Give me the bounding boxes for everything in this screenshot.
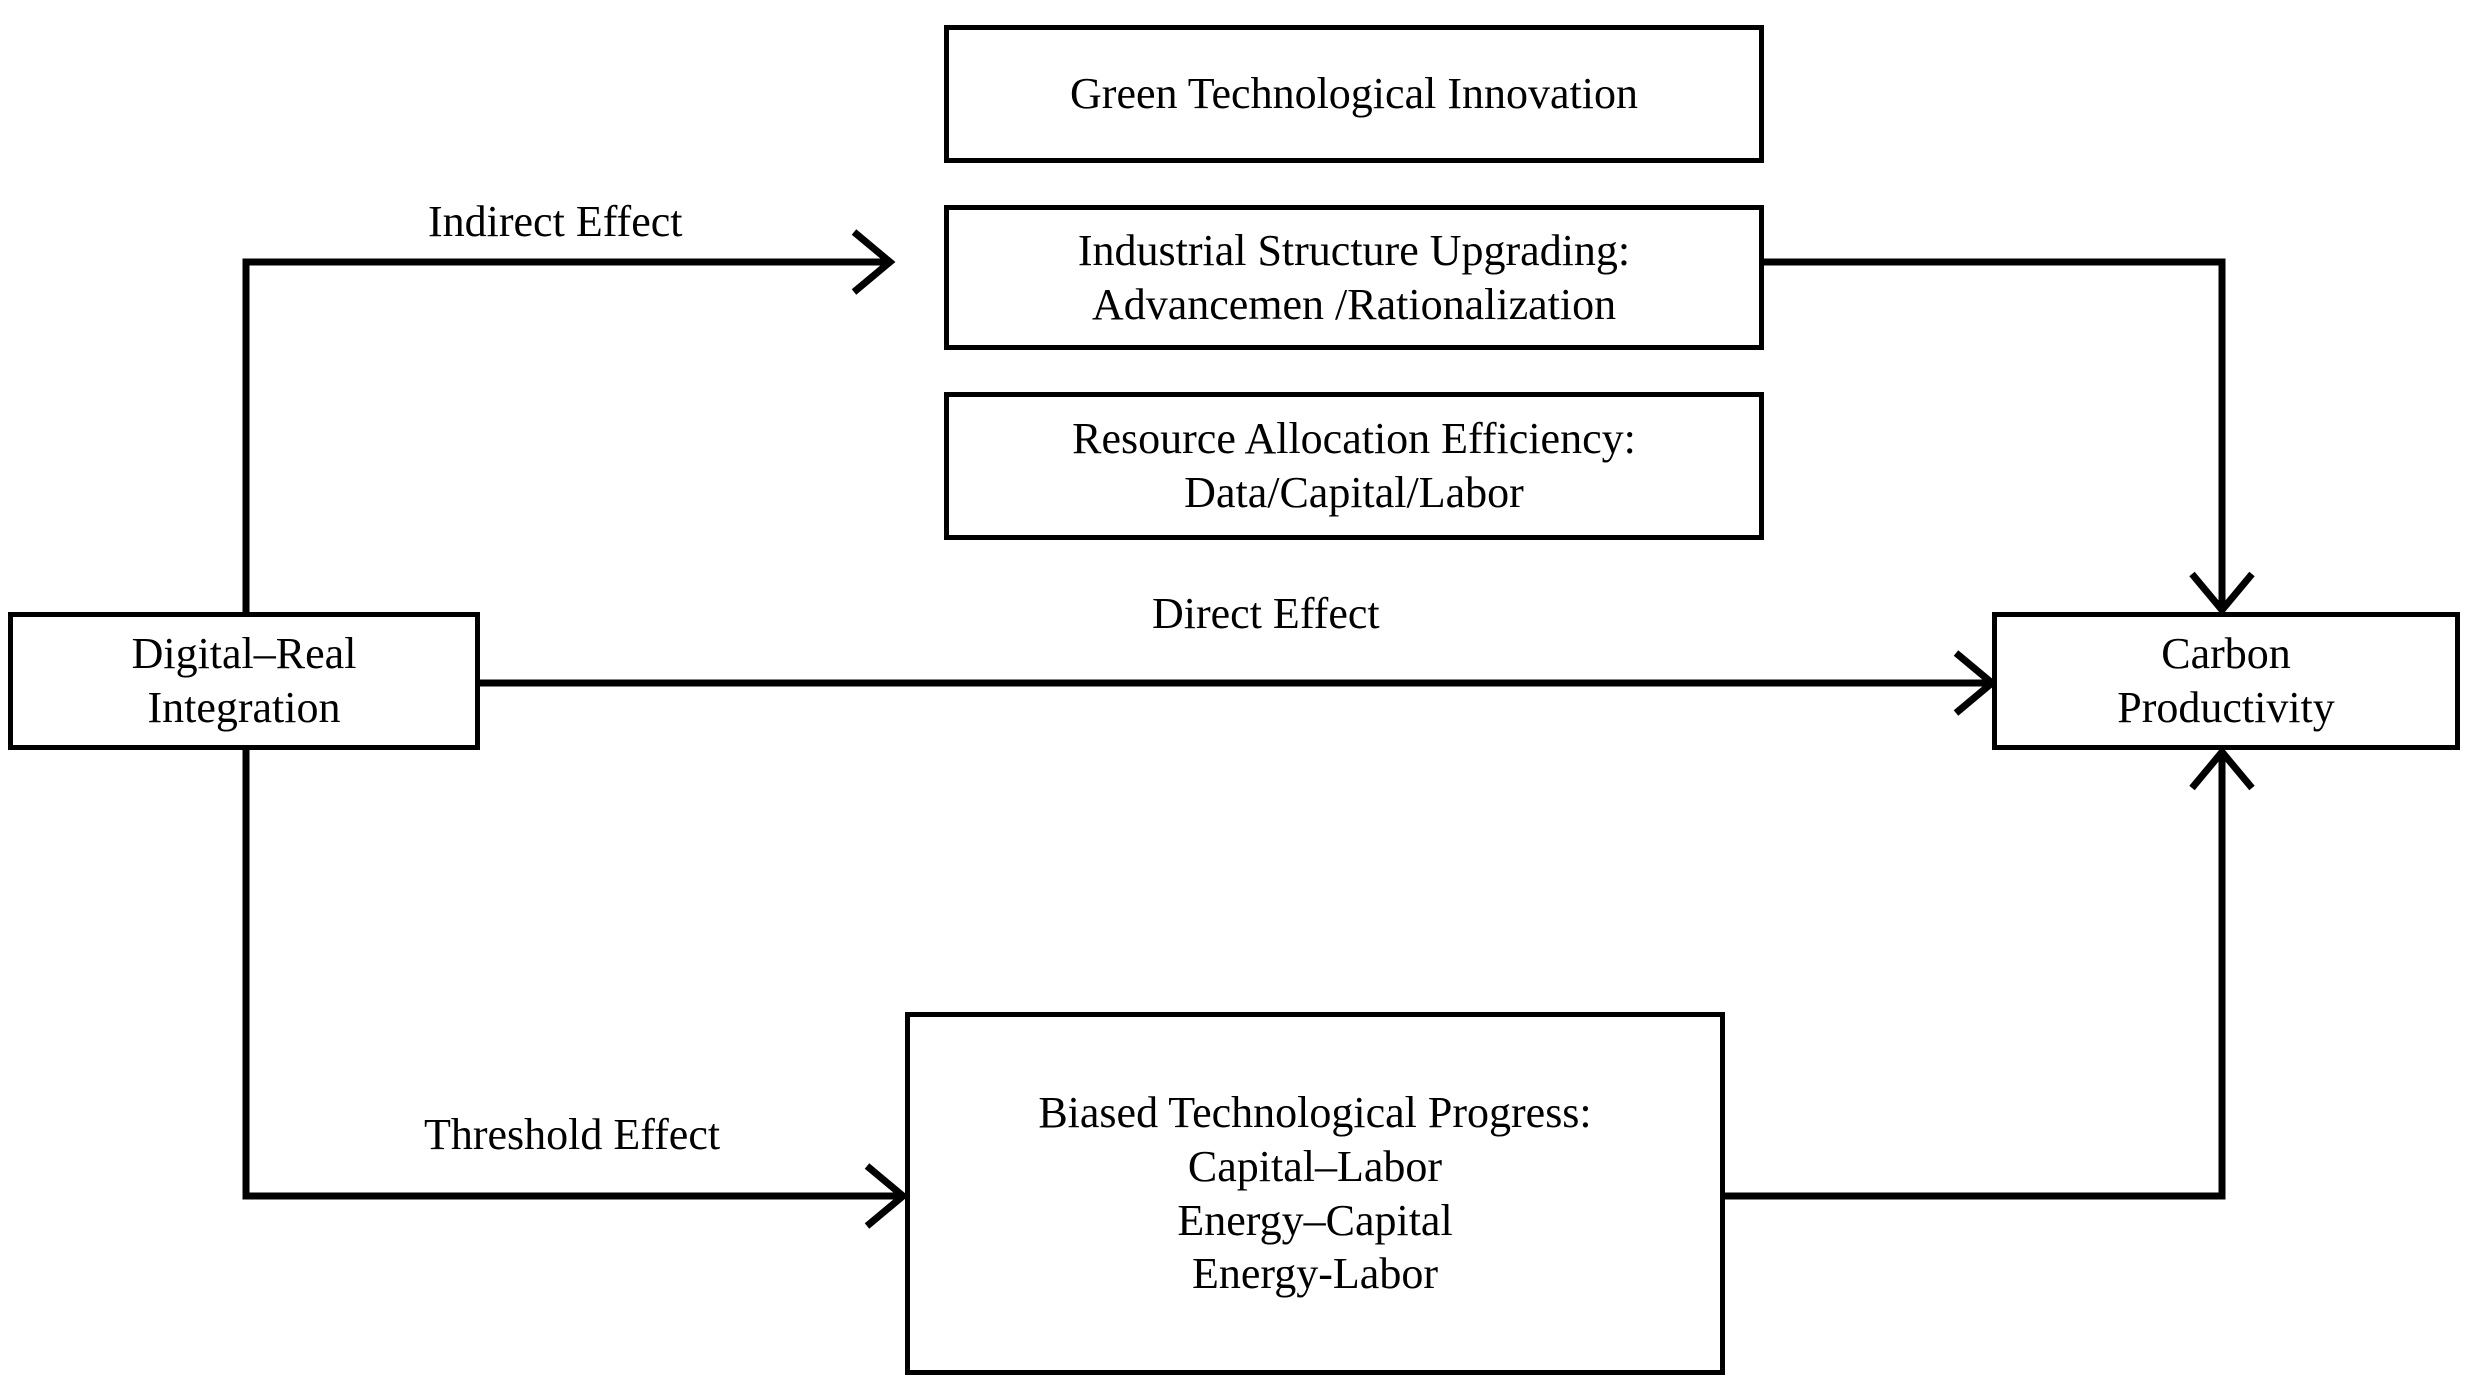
node-resource-line-2: Data/Capital/Labor: [1184, 468, 1524, 517]
edge-label-direct-effect: Direct Effect: [1152, 589, 1380, 638]
node-carbon-productivity[interactable]: Carbon Productivity: [1992, 612, 2460, 750]
node-digital-real-integration[interactable]: Digital–Real Integration: [8, 612, 480, 750]
node-biased-technological-progress[interactable]: Biased Technological Progress: Capital–L…: [905, 1012, 1725, 1375]
node-digital-line-2: Integration: [147, 683, 341, 732]
node-biased-line-4: Energy-Labor: [1192, 1249, 1438, 1299]
node-biased-line-2: Capital–Labor: [1187, 1141, 1443, 1191]
edge-indirect-arrowhead: [851, 229, 896, 295]
node-carbon-line-1: Carbon: [2161, 629, 2291, 679]
node-resource-allocation-efficiency[interactable]: Resource Allocation Efficiency: Data/Cap…: [944, 392, 1764, 540]
edge-indirect-path: [242, 258, 886, 612]
edge-biased-to-carbon-path: [1725, 756, 2226, 1200]
node-industrial-line-2: Advancemen /Rationalization: [1091, 279, 1617, 329]
node-green-tech-line-1: Green Technological Innovation: [1070, 69, 1638, 119]
edge-threshold-arrowhead: [864, 1163, 909, 1229]
edge-threshold-path: [242, 750, 899, 1200]
node-industrial-structure-upgrading[interactable]: Industrial Structure Upgrading: Advancem…: [944, 205, 1764, 350]
node-resource-line-1: Resource Allocation Efficiency:: [1072, 414, 1636, 464]
edge-industrial-to-carbon-path: [1764, 258, 2226, 606]
node-industrial-line-1: Industrial Structure Upgrading:: [1077, 225, 1631, 275]
node-carbon-line-2: Productivity: [2117, 683, 2335, 732]
edge-biased-to-carbon-arrowhead: [2189, 746, 2255, 791]
edge-industrial-to-carbon-arrowhead: [2189, 571, 2255, 616]
node-digital-line-1: Digital–Real: [131, 629, 357, 679]
node-green-technological-innovation[interactable]: Green Technological Innovation: [944, 25, 1764, 163]
edge-label-threshold-effect: Threshold Effect: [424, 1110, 721, 1159]
edge-label-indirect-effect: Indirect Effect: [428, 197, 683, 246]
node-biased-line-1: Biased Technological Progress:: [1038, 1088, 1592, 1138]
node-biased-line-3: Energy–Capital: [1177, 1195, 1453, 1245]
